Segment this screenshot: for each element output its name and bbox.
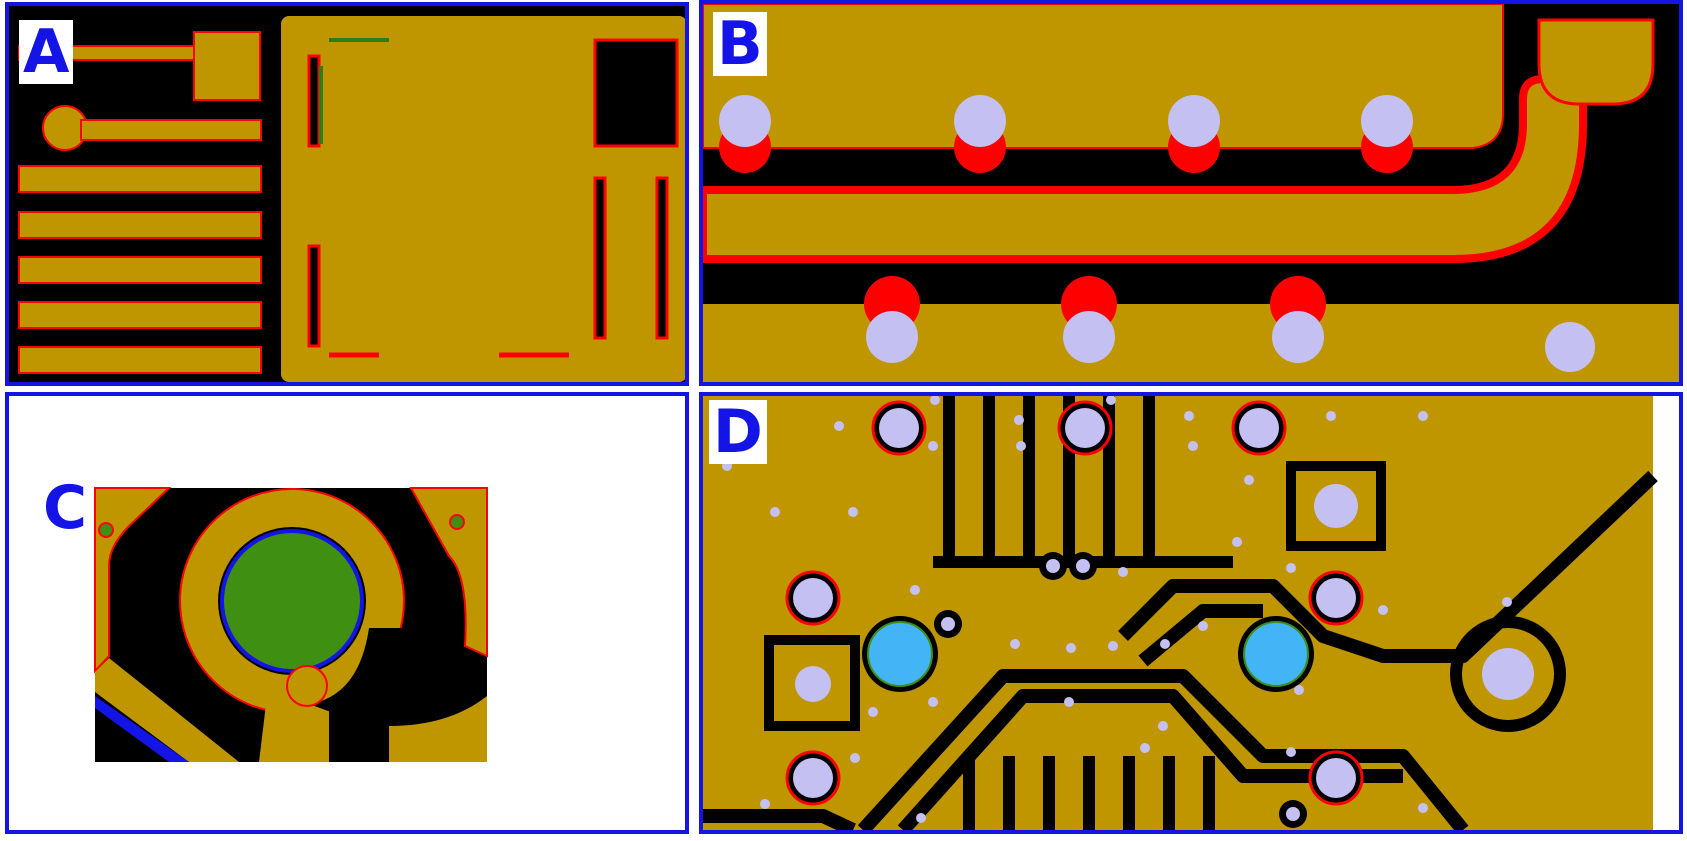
panel-b-label: B (713, 12, 767, 76)
panel-a-label: A (19, 20, 74, 84)
panel-c-pcb-image (94, 487, 488, 762)
panel-d-pcb-image (703, 396, 1679, 830)
panel-a-pcb-image (9, 6, 685, 382)
panel-b-pcb-image (703, 4, 1679, 382)
panel-c: C (5, 392, 689, 834)
panel-c-label: C (43, 473, 88, 543)
panel-d-label: D (709, 400, 767, 464)
panel-a: A (5, 2, 689, 386)
panel-d: D (699, 392, 1683, 834)
panel-b: B (699, 0, 1683, 386)
